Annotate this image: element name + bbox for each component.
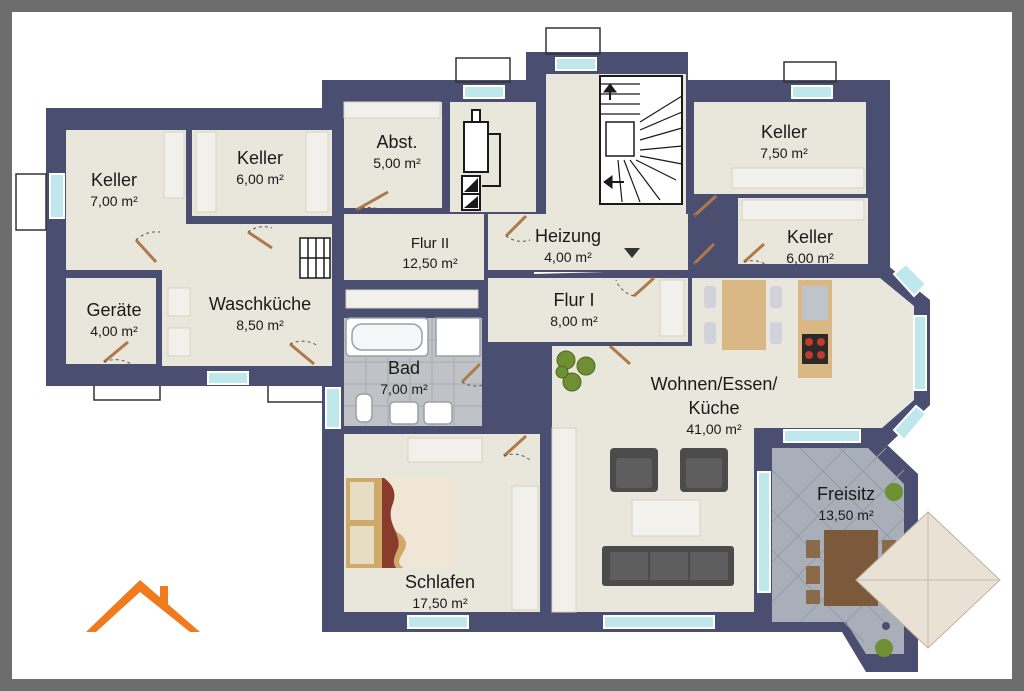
room-area: 12,50 m² xyxy=(402,255,458,271)
room-name: Flur II xyxy=(411,235,449,252)
room-keller-4: Keller 6,00 m² xyxy=(786,227,834,266)
room-wohnen: Wohnen/Essen/ Küche 41,00 m² xyxy=(651,374,778,437)
room-area: 8,00 m² xyxy=(550,313,598,329)
windows xyxy=(49,57,928,629)
room-area: 4,00 m² xyxy=(544,249,592,265)
room-flur-2: Flur II 12,50 m² xyxy=(402,235,458,271)
plant xyxy=(555,350,596,392)
room-keller-3: Keller 7,50 m² xyxy=(760,122,808,161)
room-area: 6,00 m² xyxy=(786,250,834,266)
staircase xyxy=(599,75,683,205)
room-area: 13,50 m² xyxy=(818,507,874,523)
room-bad: Bad 7,00 m² xyxy=(380,358,428,397)
terrace-furniture xyxy=(806,483,1001,657)
room-geraete: Geräte 4,00 m² xyxy=(86,300,141,339)
doors xyxy=(103,190,766,458)
room-schlafen: Schlafen 17,50 m² xyxy=(405,572,475,611)
bathroom-fixtures xyxy=(345,317,481,425)
room-area: 4,00 m² xyxy=(90,323,138,339)
room-flur-1: Flur I 8,00 m² xyxy=(550,290,598,329)
room-name: Keller xyxy=(91,170,137,190)
room-name: Keller xyxy=(761,122,807,142)
chevron-down-icon xyxy=(624,248,640,258)
door-swings xyxy=(103,206,769,461)
room-name: Geräte xyxy=(86,300,141,320)
room-keller-2: Keller 6,00 m² xyxy=(236,148,284,187)
room-freisitz: Freisitz 13,50 m² xyxy=(817,484,875,523)
room-name-line1: Wohnen/Essen/ xyxy=(651,374,778,394)
dining-kitchen xyxy=(704,280,832,378)
room-area: 41,00 m² xyxy=(686,421,742,437)
room-name: Keller xyxy=(787,227,833,247)
living-furniture xyxy=(602,448,734,586)
room-name: Bad xyxy=(388,358,420,378)
room-keller-1: Keller 7,00 m² xyxy=(90,170,138,209)
room-area: 17,50 m² xyxy=(412,595,468,611)
room-name: Heizung xyxy=(535,226,601,246)
roof-logo-icon xyxy=(86,580,200,632)
room-area: 7,50 m² xyxy=(760,145,808,161)
room-name: Flur I xyxy=(553,290,594,310)
room-abst: Abst. 5,00 m² xyxy=(373,132,421,171)
room-area: 7,00 m² xyxy=(380,381,428,397)
shelves xyxy=(163,101,865,613)
window-frames xyxy=(15,27,837,403)
room-name: Freisitz xyxy=(817,484,875,504)
room-area: 6,00 m² xyxy=(236,171,284,187)
room-floors xyxy=(66,74,914,612)
room-name-line2: Küche xyxy=(688,398,739,418)
room-name: Abst. xyxy=(376,132,417,152)
bed xyxy=(346,478,454,568)
radiator xyxy=(299,237,331,279)
room-name: Keller xyxy=(237,148,283,168)
room-area: 7,00 m² xyxy=(90,193,138,209)
room-area: 8,50 m² xyxy=(236,317,284,333)
boiler xyxy=(461,109,501,211)
room-area: 5,00 m² xyxy=(373,155,421,171)
room-name: Waschküche xyxy=(209,294,311,314)
room-heizung: Heizung 4,00 m² xyxy=(535,226,601,265)
room-name: Schlafen xyxy=(405,572,475,592)
room-waschkueche: Waschküche 8,50 m² xyxy=(209,294,311,333)
